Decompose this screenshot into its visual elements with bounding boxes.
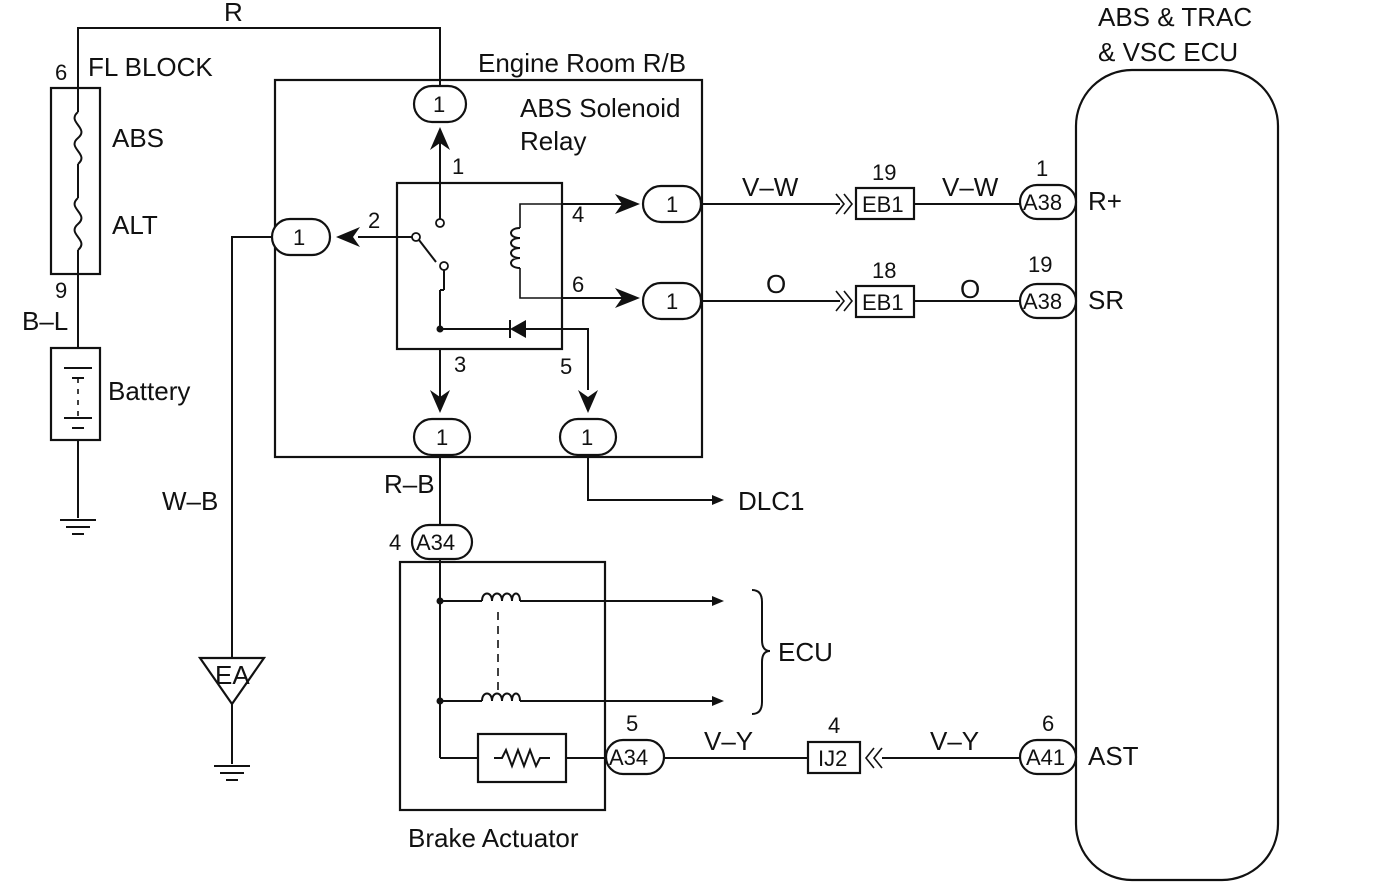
abs-trac-vsc-ecu [1074,68,1280,882]
ground-icon-ea [214,765,250,781]
wire-label-b-l: B–L [22,306,68,336]
actuator-connector-top-pin: 4 [389,530,401,555]
fuse-alt-label: ALT [112,210,158,240]
relay-connector-left-pin: 1 [293,225,305,250]
relay-connector-bottom-left-pin: 1 [436,425,448,450]
fl-block-title: FL BLOCK [88,52,213,82]
ecu-connector-a41-ast [1018,738,1078,776]
ground-ea-triangle [197,656,267,706]
ecu-brace [751,589,771,715]
relay-pin-3: 3 [454,352,466,377]
actuator-connector-top [410,523,474,561]
ecu-connector-a41-ast-pin: 6 [1042,711,1054,736]
brake-actuator-label: Brake Actuator [408,823,579,853]
relay-body [395,181,564,351]
actuator-connector-right-label: A34 [609,745,648,770]
fl-block-pin-top: 6 [55,60,67,85]
relay-pin-1: 1 [452,154,464,179]
relay-label-line1: ABS Solenoid [520,93,680,123]
fuse-alt-symbol [73,197,83,251]
ecu-title-line1: ABS & TRAC [1098,2,1252,32]
ecu-terminal-ast: AST [1088,741,1139,771]
fl-block [49,86,102,276]
battery [49,346,102,442]
relay-block-title: Engine Room R/B [478,48,686,78]
relay-label-line2: Relay [520,126,586,156]
ecu-terminal-r-plus: R+ [1088,186,1122,216]
ecu-terminal-sr: SR [1088,285,1124,315]
wire-label-o-2: O [960,274,980,304]
relay-pin-5: 5 [560,354,572,379]
brake-actuator [398,560,607,812]
relay-connector-bottom-right-pin: 1 [581,425,593,450]
relay-connector-right-upper-pin: 1 [666,192,678,217]
ecu-connector-a38-sr [1018,282,1078,320]
ground-icon-battery [60,519,96,535]
wire-label-v-y-1: V–Y [704,726,753,756]
fuse-abs-label: ABS [112,123,164,153]
relay-connector-top-pin: 1 [433,92,445,117]
ecu-connector-a38-r [1018,183,1078,221]
relay-connector-right-lower-pin: 1 [666,289,678,314]
actuator-connector-top-label: A34 [416,530,455,555]
ecu-connector-a38-sr-pin: 19 [1028,252,1052,277]
dlc1-label: DLC1 [738,486,804,516]
ecu-connector-a38-r-label: A38 [1023,190,1062,215]
actuator-connector-right-pin: 5 [626,711,638,736]
relay-coil [510,227,521,269]
wire-r [77,27,441,90]
ecu-connector-a38-sr-label: A38 [1023,289,1062,314]
wire-label-v-w-1: V–W [742,172,799,202]
battery-label: Battery [108,376,190,406]
junction-eb1-upper-label: EB1 [862,192,904,217]
relay-pin-2: 2 [368,208,380,233]
junction-eb1-lower-label: EB1 [862,290,904,315]
wire-label-o-1: O [766,269,786,299]
junction-ij2-label: IJ2 [818,746,847,771]
ground-ea-label: EA [215,660,250,690]
junction-ij2-pin: 4 [828,713,840,738]
relay-connector-bottom-left [412,417,472,457]
actuator-solenoid-lower [481,692,521,702]
wire-label-r: R [224,0,243,27]
actuator-solenoid-upper [481,592,521,602]
ecu-title-line2: & VSC ECU [1098,37,1238,67]
wire-label-r-b: R–B [384,469,435,499]
actuator-ecu-label: ECU [778,637,833,667]
wire-w-b [231,236,272,658]
relay-connector-left [270,217,332,257]
fl-block-pin-bottom: 9 [55,278,67,303]
ecu-connector-a38-r-pin: 1 [1036,156,1048,181]
wire-label-v-y-2: V–Y [930,726,979,756]
relay-connector-top [412,84,468,124]
engine-room-relay-block [273,78,704,459]
diode-icon [510,320,526,338]
junction-eb1-upper-pin: 19 [872,160,896,185]
wire-label-v-w-2: V–W [942,172,999,202]
relay-pin-6: 6 [572,272,584,297]
relay-pin-4: 4 [572,202,584,227]
fuse-abs-symbol [73,111,83,165]
ecu-connector-a41-ast-label: A41 [1026,745,1065,770]
wire-label-w-b: W–B [162,486,218,516]
junction-ij2 [806,740,862,775]
junction-eb1-lower-pin: 18 [872,258,896,283]
